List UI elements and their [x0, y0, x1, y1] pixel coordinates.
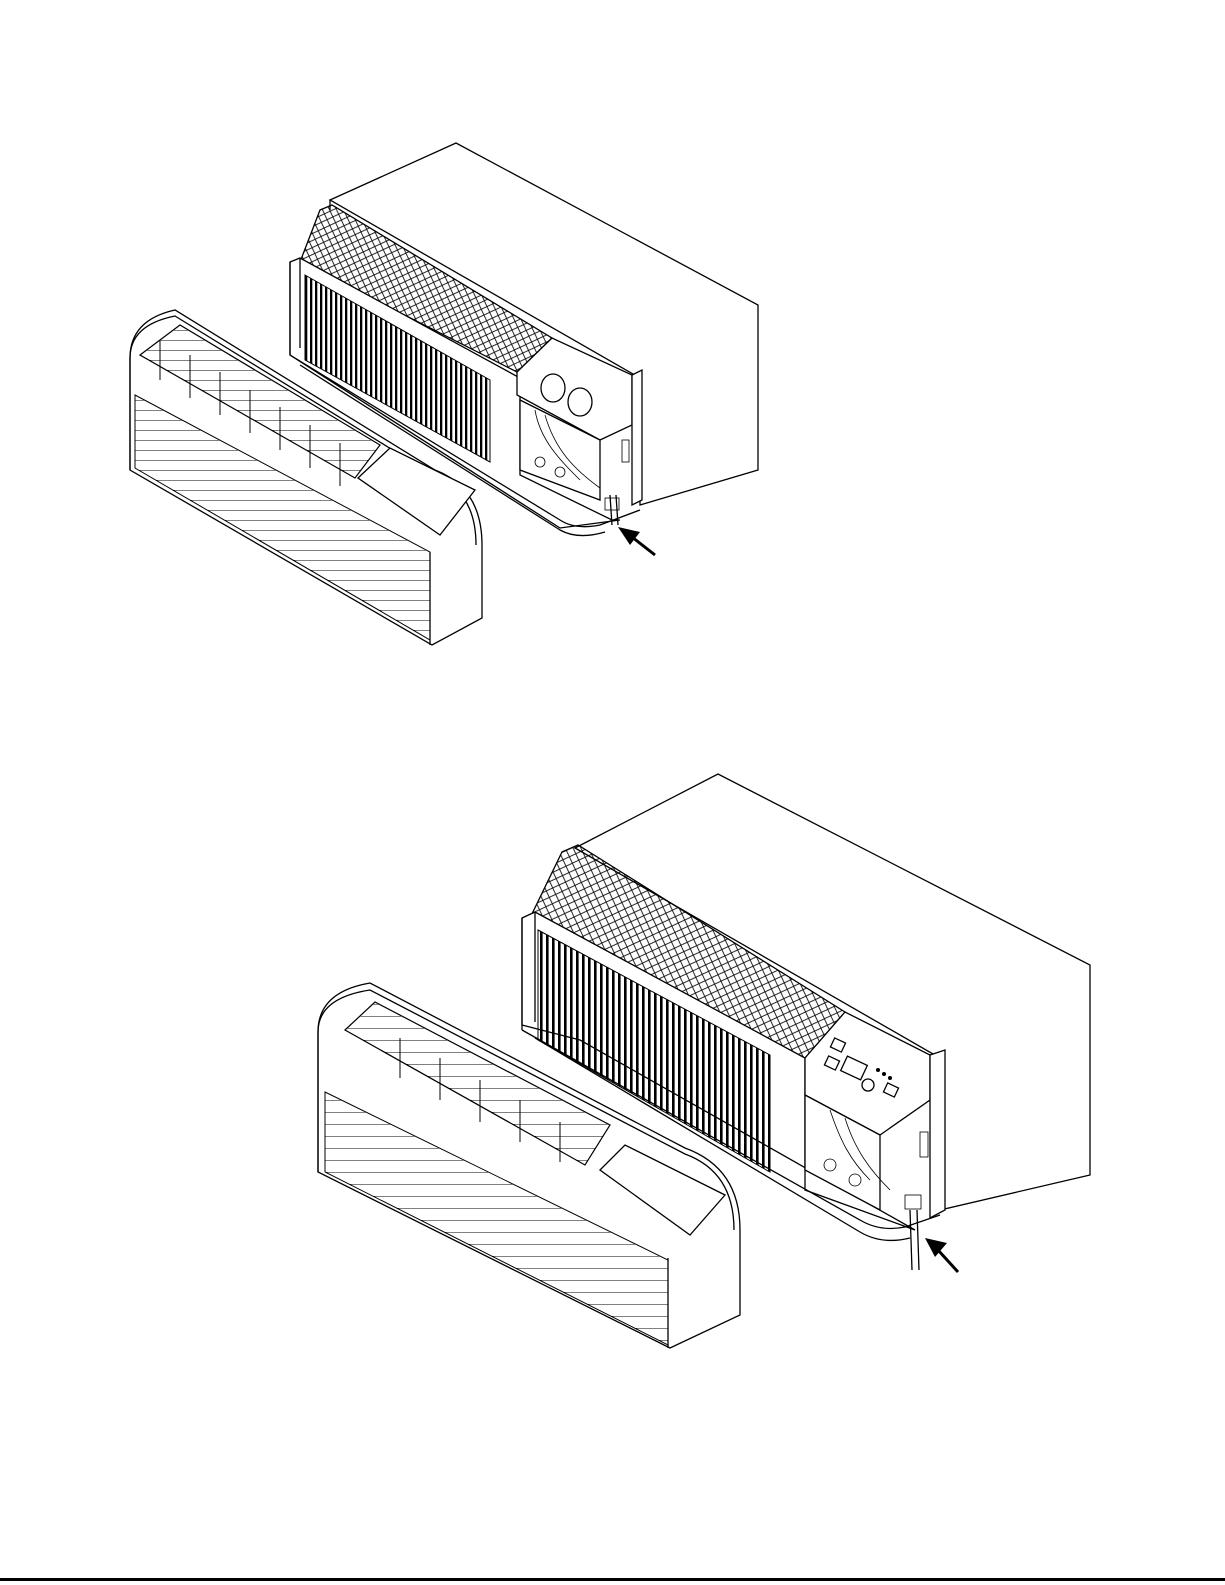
- knob-right[interactable]: [568, 388, 592, 416]
- arrow-icon: [618, 527, 655, 555]
- arrow-icon: [925, 1238, 958, 1272]
- panel-dial[interactable]: [862, 1079, 874, 1091]
- figure-unit-2: [0, 740, 1225, 1440]
- footer-rule: [0, 1578, 1225, 1581]
- knob-left[interactable]: [541, 374, 565, 402]
- figure-unit-1: [0, 0, 1225, 700]
- power-cord-2: [905, 1195, 921, 1270]
